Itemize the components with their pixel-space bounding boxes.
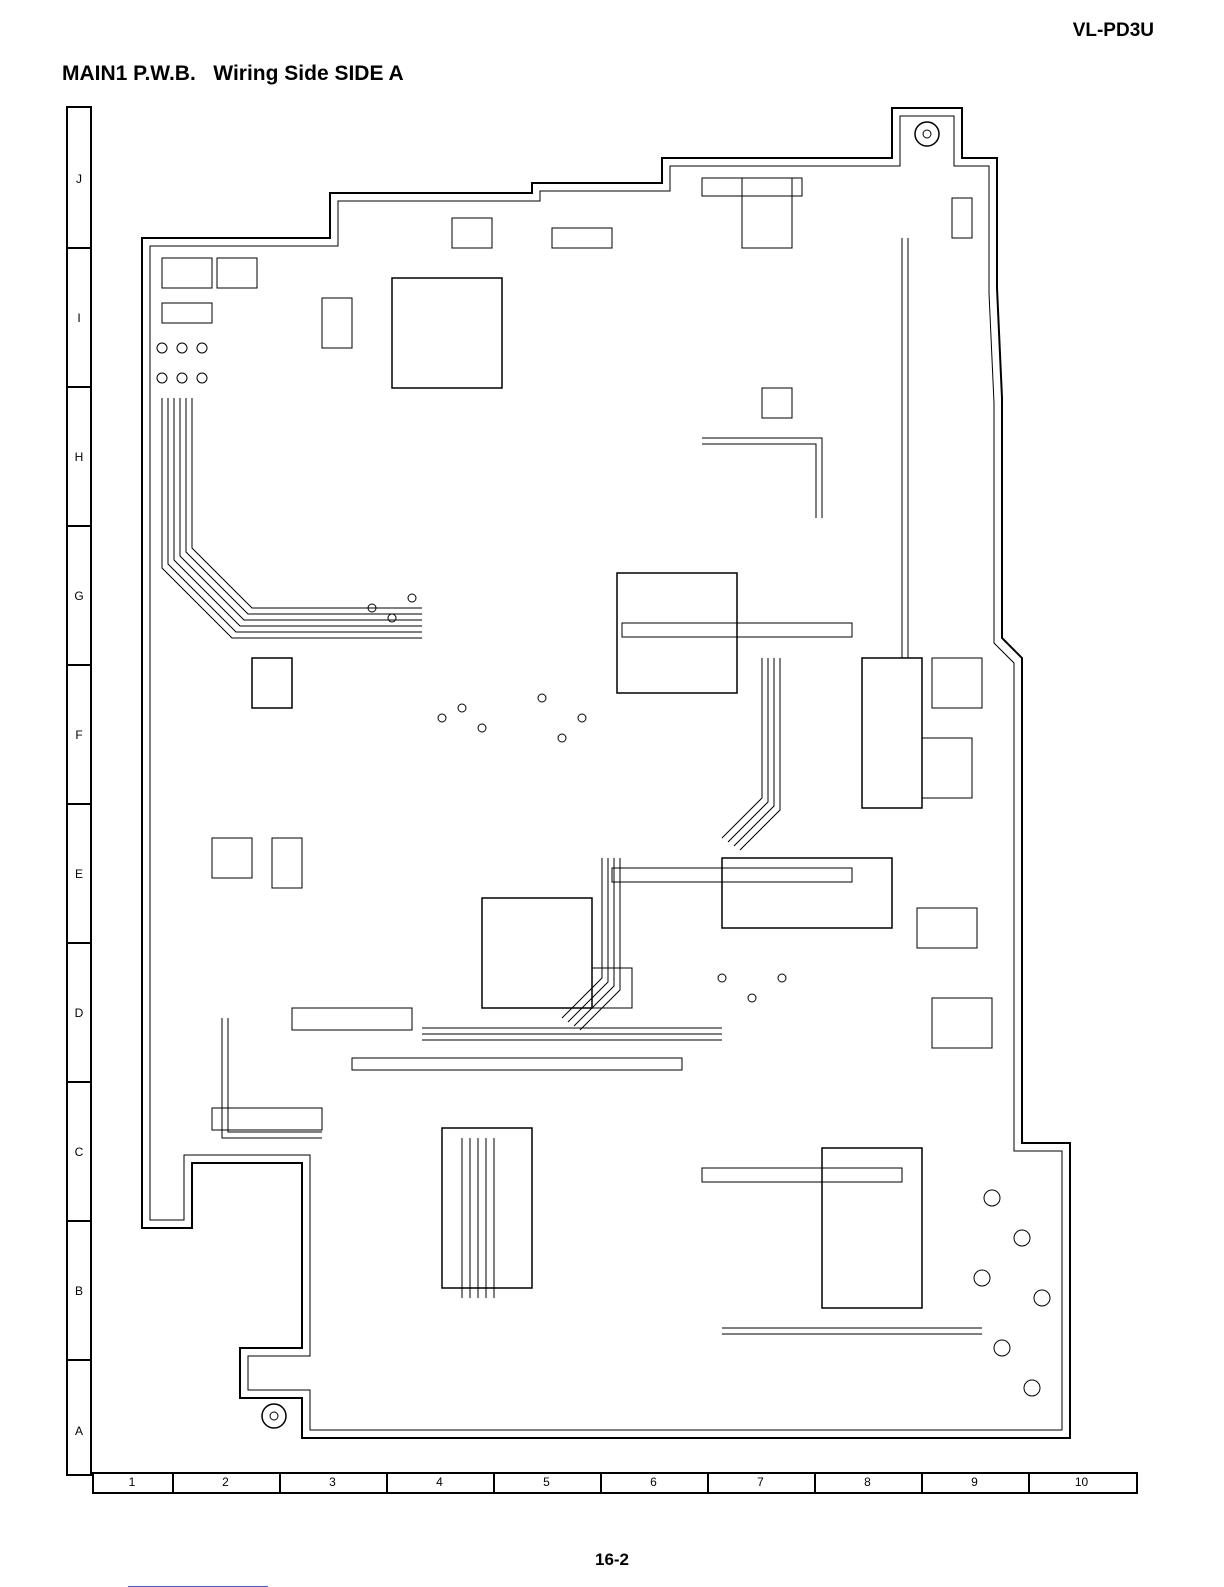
col-label-9: 9: [921, 1475, 1028, 1489]
row-label-a: A: [68, 1424, 90, 1438]
ic-footprint: [482, 898, 592, 1008]
board-outline: [142, 108, 1070, 1438]
row-label-h: H: [68, 450, 90, 464]
mounting-hole: [262, 1404, 286, 1428]
ic-footprint: [822, 1148, 922, 1308]
row-index-strip: J I H G F E D C B A: [66, 106, 92, 1476]
col-label-1: 1: [92, 1475, 172, 1489]
row-divider: [68, 942, 90, 944]
diagram-title: MAIN1 P.W.B. Wiring Side SIDE A: [62, 62, 404, 86]
board-inner-outline: [150, 116, 1062, 1430]
ic-footprint: [617, 573, 737, 693]
pad-rows: [212, 178, 902, 1182]
row-label-d: D: [68, 1006, 90, 1020]
mounting-hole: [270, 1412, 278, 1420]
via-cluster: [157, 343, 1050, 1396]
col-label-5: 5: [493, 1475, 600, 1489]
row-label-b: B: [68, 1284, 90, 1298]
mounting-hole: [915, 122, 939, 146]
row-label-i: I: [68, 311, 90, 325]
col-label-8: 8: [814, 1475, 921, 1489]
ic-footprint: [252, 658, 292, 708]
col-label-4: 4: [386, 1475, 493, 1489]
page-number: 16-2: [0, 1550, 1224, 1570]
ic-footprint: [442, 1128, 532, 1288]
row-label-j: J: [68, 172, 90, 186]
row-label-g: G: [68, 589, 90, 603]
pcb-wiring-drawing: [122, 98, 1132, 1458]
row-label-c: C: [68, 1145, 90, 1159]
row-label-f: F: [68, 728, 90, 742]
ic-footprint: [862, 658, 922, 808]
ic-footprint: [392, 278, 502, 388]
trace-bundle: [162, 238, 982, 1334]
col-label-2: 2: [172, 1475, 279, 1489]
model-number: VL-PD3U: [1073, 20, 1154, 42]
col-label-6: 6: [600, 1475, 707, 1489]
row-divider: [68, 803, 90, 805]
row-label-e: E: [68, 867, 90, 881]
row-divider: [68, 1359, 90, 1361]
row-divider: [68, 664, 90, 666]
row-divider: [68, 247, 90, 249]
col-label-10: 10: [1028, 1475, 1135, 1489]
mounting-hole: [923, 130, 931, 138]
row-divider: [68, 1220, 90, 1222]
row-divider: [68, 525, 90, 527]
col-label-3: 3: [279, 1475, 386, 1489]
column-index-strip: 1 2 3 4 5 6 7 8 9 10: [92, 1472, 1138, 1526]
component-footprints: [162, 178, 992, 1048]
col-label-7: 7: [707, 1475, 814, 1489]
row-divider: [68, 386, 90, 388]
row-divider: [68, 1081, 90, 1083]
